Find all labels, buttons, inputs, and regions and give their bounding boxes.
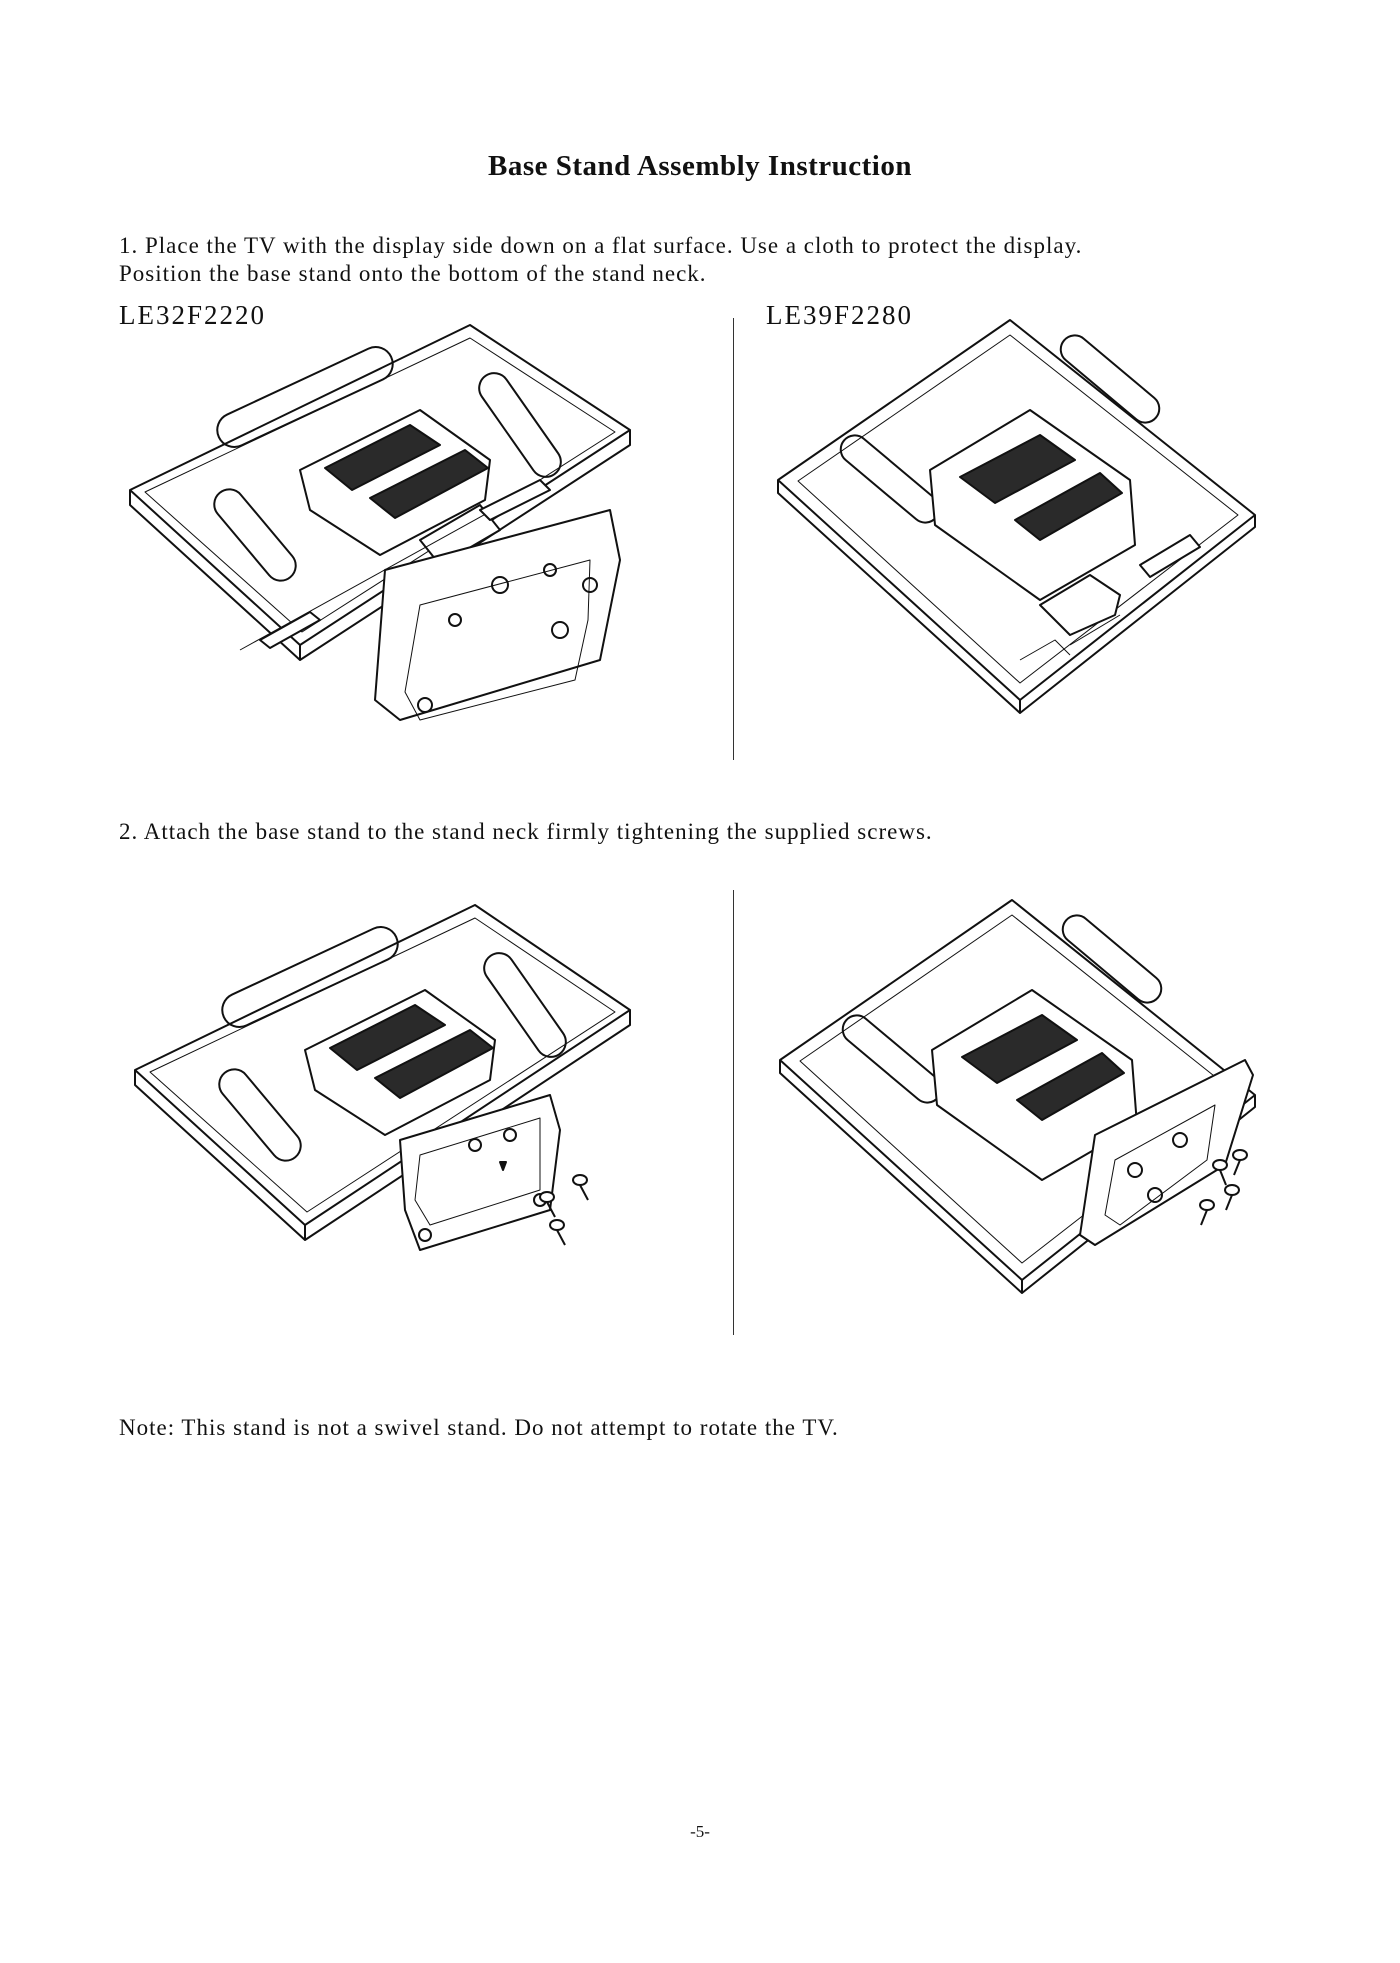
stand-note: Note: This stand is not a swivel stand. … [119,1415,839,1440]
step1-line2: Position the base stand onto the bottom … [119,261,707,286]
tv-back-with-base-stand-separate-icon [777,319,1256,714]
column-divider-bottom [733,890,734,1335]
model-label-left: LE32F2220 [119,300,267,330]
step1-line1: 1. Place the TV with the display side do… [119,233,1083,258]
tv-back-with-base-stand-attached-screws-icon [134,904,631,1251]
model-label-right: LE39F2280 [766,300,914,330]
tv-back-with-base-stand-separate-icon [129,324,631,721]
column-divider-top [733,318,734,760]
page-title: Base Stand Assembly Instruction [488,150,912,182]
tv-back-with-base-stand-attached-screws-icon [779,899,1256,1294]
page-number: -5- [690,1822,710,1841]
step1-instruction: 1. Place the TV with the display side do… [119,232,1082,288]
step2-instruction: 2. Attach the base stand to the stand ne… [119,819,933,844]
